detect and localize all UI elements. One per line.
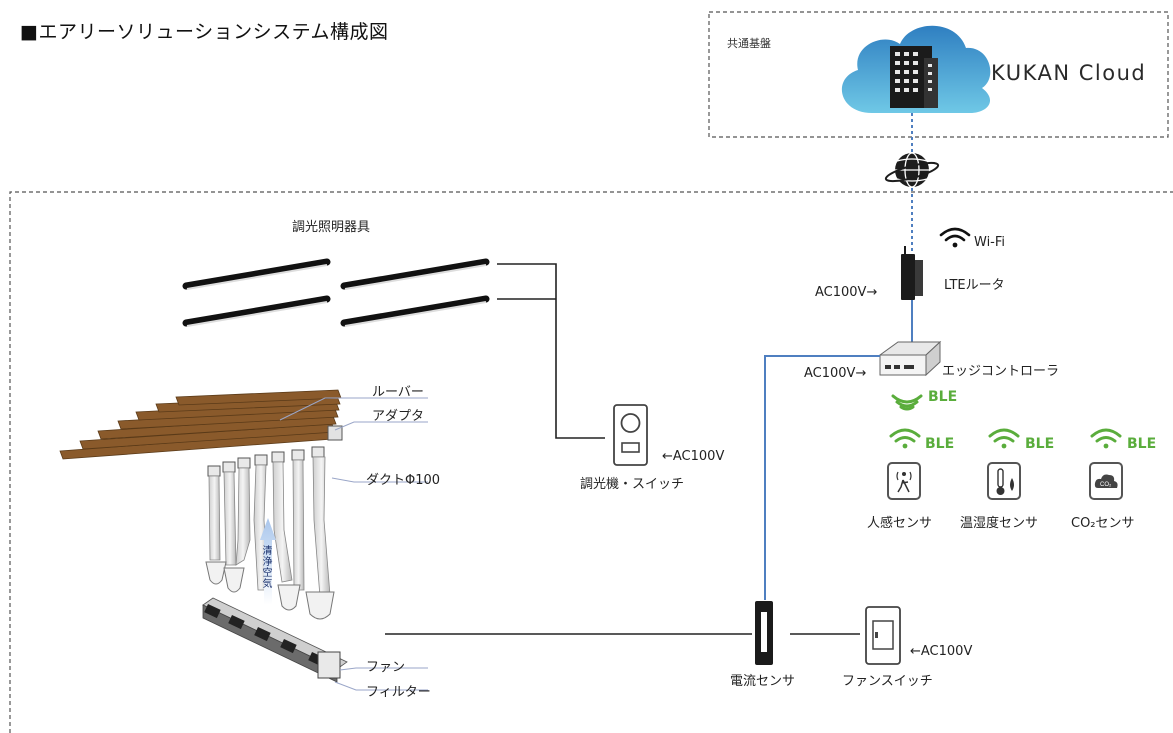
current-sensor-icon bbox=[755, 601, 773, 665]
clean-air-label: 清浄空気 bbox=[260, 545, 271, 589]
sensor-ble-icon bbox=[988, 428, 1020, 449]
fan-switch-power-label: ←AC100V bbox=[910, 644, 973, 659]
sensor-ble-icon bbox=[889, 428, 921, 449]
dimmable-light-fixture bbox=[340, 258, 490, 290]
co2-sensor-label: CO₂センサ bbox=[1071, 516, 1135, 531]
dimmer-switch-icon bbox=[613, 404, 648, 466]
adapter-label: アダプタ bbox=[372, 409, 425, 424]
fan-funnel-row bbox=[205, 561, 335, 620]
cloud-name: KUKAN Cloud bbox=[991, 61, 1147, 85]
sensor-ble-label: BLE bbox=[925, 436, 955, 452]
fan-filter-chain bbox=[202, 597, 348, 683]
co2-icon: CO₂ bbox=[1089, 462, 1123, 500]
clean-air-arrow bbox=[260, 518, 276, 605]
current-sensor-label: 電流センサ bbox=[730, 674, 796, 689]
dimmer-power-label: ←AC100V bbox=[662, 449, 725, 464]
sensor-ble-label: BLE bbox=[1127, 436, 1157, 452]
dimmer-switch-label: 調光機・スイッチ bbox=[580, 477, 685, 492]
edge-ble-icon bbox=[891, 394, 923, 411]
edge-power-label: AC100V→ bbox=[804, 366, 867, 381]
temperature-humidity-icon bbox=[987, 462, 1021, 500]
cloud-section-label: 共通基盤 bbox=[727, 37, 771, 50]
sensor-ble-icon bbox=[1090, 428, 1122, 449]
sensor-ble-label: BLE bbox=[1025, 436, 1055, 452]
edge-controller-icon bbox=[878, 340, 942, 377]
dimmable-light-fixture bbox=[182, 295, 331, 327]
fan-label: ファン bbox=[366, 660, 406, 675]
louver-assembly bbox=[59, 389, 343, 460]
cloud-section-border bbox=[708, 11, 1169, 138]
fan-switch-label: ファンスイッチ bbox=[842, 674, 933, 689]
globe-icon bbox=[884, 152, 940, 188]
fan-switch-icon bbox=[865, 606, 901, 665]
wifi-label: Wi-Fi bbox=[974, 235, 1006, 250]
duct-label: ダクトΦ100 bbox=[366, 473, 441, 488]
dimmable-light-fixture bbox=[182, 258, 331, 290]
svg-text:CO₂: CO₂ bbox=[1100, 482, 1112, 488]
site-section-border bbox=[9, 191, 1173, 733]
lighting-label: 調光照明器具 bbox=[292, 220, 371, 235]
router-label: LTEルータ bbox=[944, 278, 1005, 293]
edge-ble-label: BLE bbox=[928, 389, 958, 405]
diagram-title: ■エアリーソリューションシステム構成図 bbox=[20, 21, 389, 43]
edge-controller-label: エッジコントローラ bbox=[942, 364, 1060, 379]
wifi-icon bbox=[939, 227, 971, 248]
louver-label: ルーバー bbox=[372, 385, 424, 400]
router-power-label: AC100V→ bbox=[815, 285, 878, 300]
dimmable-light-fixture bbox=[340, 295, 490, 327]
filter-label: フィルター bbox=[366, 685, 431, 700]
motion-sensor-icon bbox=[887, 462, 921, 500]
lte-router-icon bbox=[901, 246, 923, 300]
cloud-icon bbox=[841, 25, 991, 113]
label-leaders bbox=[279, 397, 428, 691]
temperature-humidity-sensor-label: 温湿度センサ bbox=[960, 516, 1039, 531]
motion-sensor-label: 人感センサ bbox=[867, 516, 933, 531]
